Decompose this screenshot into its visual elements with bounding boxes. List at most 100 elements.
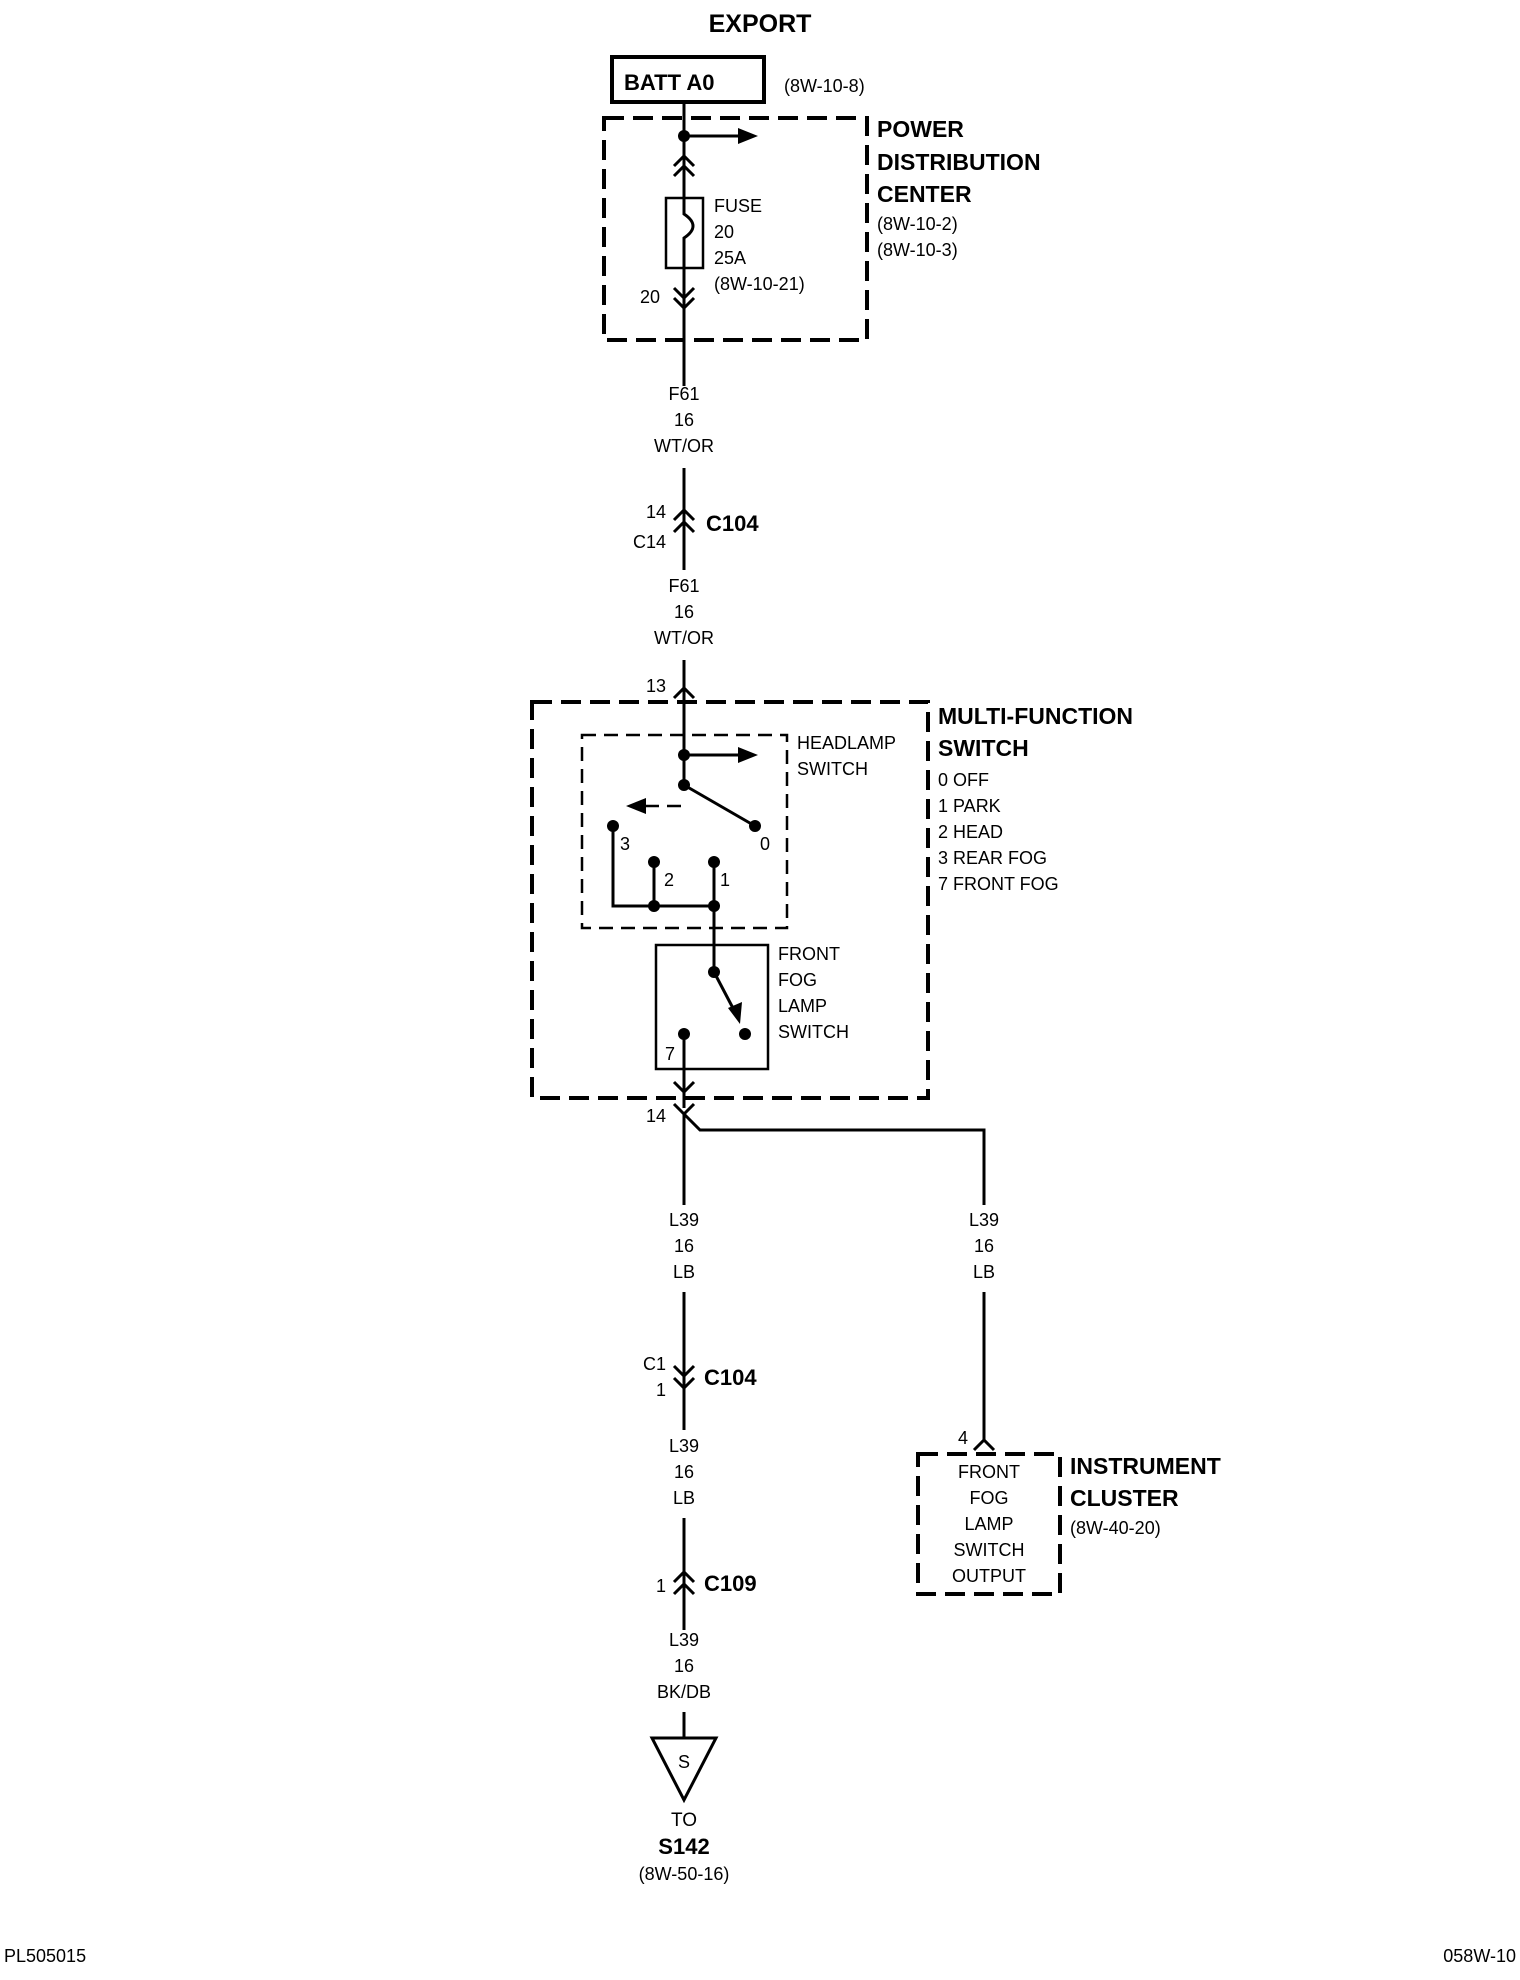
fuse-label-line-2: 20 <box>714 222 734 242</box>
c104-bottom-pin-top: C1 <box>643 1354 666 1374</box>
battery-ref: (8W-10-8) <box>784 76 865 96</box>
c109-pin: 1 <box>656 1576 666 1596</box>
wire-f61-upper-gauge: 16 <box>674 410 694 430</box>
instrument-cluster-boundary <box>916 1452 1062 1596</box>
battery-label: BATT A0 <box>624 70 714 95</box>
c109-name: C109 <box>704 1571 757 1596</box>
cluster-pin-connector-icon <box>972 1437 996 1452</box>
fuse-label: FUSE 20 25A (8W-10-21) <box>714 196 805 294</box>
headlamp-junction-dot-2 <box>708 900 720 912</box>
mfs-pin-in: 13 <box>646 676 666 696</box>
fuse-label-line-1: FUSE <box>714 196 762 216</box>
wire-f61-upper-label: F61 16 WT/OR <box>654 384 714 456</box>
headlamp-contact-2-label: 2 <box>664 870 674 890</box>
fuse-element <box>682 198 695 268</box>
wire-l39-mid-gauge: 16 <box>674 1462 694 1482</box>
cluster-inner-line-3: LAMP <box>964 1514 1013 1534</box>
wire-f61-lower-color: WT/OR <box>654 628 714 648</box>
mfs-position-3: 3 REAR FOG <box>938 848 1047 868</box>
connector-c104-bottom-icon <box>672 1364 696 1391</box>
cluster-inner-line-5: OUTPUT <box>952 1566 1026 1586</box>
mfs-position-1: 1 PARK <box>938 796 1001 816</box>
splice-symbol: S <box>678 1752 690 1772</box>
cluster-inner-line-4: SWITCH <box>954 1540 1025 1560</box>
cluster-ref: (8W-40-20) <box>1070 1518 1161 1538</box>
fog-switch-label-2: FOG <box>778 970 817 990</box>
fuse-label-line-4: (8W-10-21) <box>714 274 805 294</box>
wire-f61-upper-color: WT/OR <box>654 436 714 456</box>
wire-l39-left-color: LB <box>673 1262 695 1282</box>
mfs-boundary <box>530 700 930 1100</box>
cluster-title-line-2: CLUSTER <box>1070 1485 1179 1511</box>
headlamp-dashed-arrow <box>626 798 646 814</box>
headlamp-contact-1-label: 1 <box>720 870 730 890</box>
c104-top-pin-top: 14 <box>646 502 666 522</box>
mfs-input-connector-icon <box>672 685 696 700</box>
headlamp-branch-arrow <box>738 747 758 763</box>
fog-switch-label-3: LAMP <box>778 996 827 1016</box>
wire-l39-mid-label: L39 16 LB <box>669 1436 699 1508</box>
battery-branch-arrow <box>738 128 758 144</box>
fog-switch-blade <box>712 971 737 1013</box>
mfs-position-list: 0 OFF 1 PARK 2 HEAD 3 REAR FOG 7 FRONT F… <box>938 770 1059 894</box>
mfs-position-0: 0 OFF <box>938 770 989 790</box>
wire-f61-lower-circuit: F61 <box>668 576 699 596</box>
cluster-pin: 4 <box>958 1428 968 1448</box>
headlamp-contact-0-label: 0 <box>760 834 770 854</box>
c104-bottom-pin-bottom: 1 <box>656 1380 666 1400</box>
wire-l39-right-color: LB <box>973 1262 995 1282</box>
wire-l39-left-circuit: L39 <box>669 1210 699 1230</box>
splice-name: S142 <box>658 1834 709 1859</box>
fog-contact-7-label: 7 <box>665 1044 675 1064</box>
mfs-position-2: 2 HEAD <box>938 822 1003 842</box>
cluster-inner-label: FRONT FOG LAMP SWITCH OUTPUT <box>952 1462 1026 1586</box>
c104-bottom-name: C104 <box>704 1365 757 1390</box>
wire-l39-bottom-color: BK/DB <box>657 1682 711 1702</box>
footer-left-code: PL505015 <box>4 1946 86 1966</box>
cluster-inner-line-2: FOG <box>970 1488 1009 1508</box>
wire-f61-lower-gauge: 16 <box>674 602 694 622</box>
fog-switch-arrow <box>728 1002 742 1024</box>
mfs-title-line-2: SWITCH <box>938 735 1029 761</box>
fuse-bottom-connector-icon <box>672 286 696 311</box>
cluster-title-line-1: INSTRUMENT <box>1070 1453 1221 1479</box>
connector-c109-icon <box>672 1569 696 1596</box>
wire-l39-left-label: L39 16 LB <box>669 1210 699 1282</box>
headlamp-contact-3-label: 3 <box>620 834 630 854</box>
fog-switch-label-4: SWITCH <box>778 1022 849 1042</box>
wire-l39-bottom-label: L39 16 BK/DB <box>657 1630 711 1702</box>
splice-triangle-icon <box>649 1736 719 1804</box>
mfs-position-4: 7 FRONT FOG <box>938 874 1059 894</box>
wire-l39-bottom-gauge: 16 <box>674 1656 694 1676</box>
wire-l39-left-gauge: 16 <box>674 1236 694 1256</box>
footer-right-code: 058W-10 <box>1443 1946 1516 1966</box>
battery-box <box>610 55 766 104</box>
c104-top-name: C104 <box>706 511 759 536</box>
fuse-top-connector-icon <box>672 153 696 178</box>
diagram-title: EXPORT <box>709 10 812 38</box>
fog-contact-open-dot <box>739 1028 751 1040</box>
wire-l39-right-gauge: 16 <box>974 1236 994 1256</box>
headlamp-junction-dot-1 <box>648 900 660 912</box>
pdc-boundary <box>602 116 869 342</box>
c104-top-pin-bottom: C14 <box>633 532 666 552</box>
mfs-title-line-1: MULTI-FUNCTION <box>938 703 1133 729</box>
pdc-ref-2: (8W-10-3) <box>877 240 958 260</box>
connector-c104-top-icon <box>672 507 696 534</box>
wire-f61-upper-circuit: F61 <box>668 384 699 404</box>
headlamp-switch-label-2: SWITCH <box>797 759 868 779</box>
fog-switch-label-1: FRONT <box>778 944 840 964</box>
wire-l39-mid-circuit: L39 <box>669 1436 699 1456</box>
pdc-title: POWER DISTRIBUTION CENTER <box>877 116 1041 207</box>
fuse-label-line-3: 25A <box>714 248 746 268</box>
cluster-inner-line-1: FRONT <box>958 1462 1020 1482</box>
mfs-pin-out: 14 <box>646 1106 666 1126</box>
wire-l39-right-label: L39 16 LB <box>969 1210 999 1282</box>
headlamp-switch-blade <box>683 783 756 828</box>
splice-to-label: TO <box>671 1810 697 1831</box>
pdc-title-line-2: DISTRIBUTION <box>877 149 1041 175</box>
headlamp-switch-label-1: HEADLAMP <box>797 733 896 753</box>
pdc-ref-1: (8W-10-2) <box>877 214 958 234</box>
headlamp-contact-0-dot <box>749 820 761 832</box>
